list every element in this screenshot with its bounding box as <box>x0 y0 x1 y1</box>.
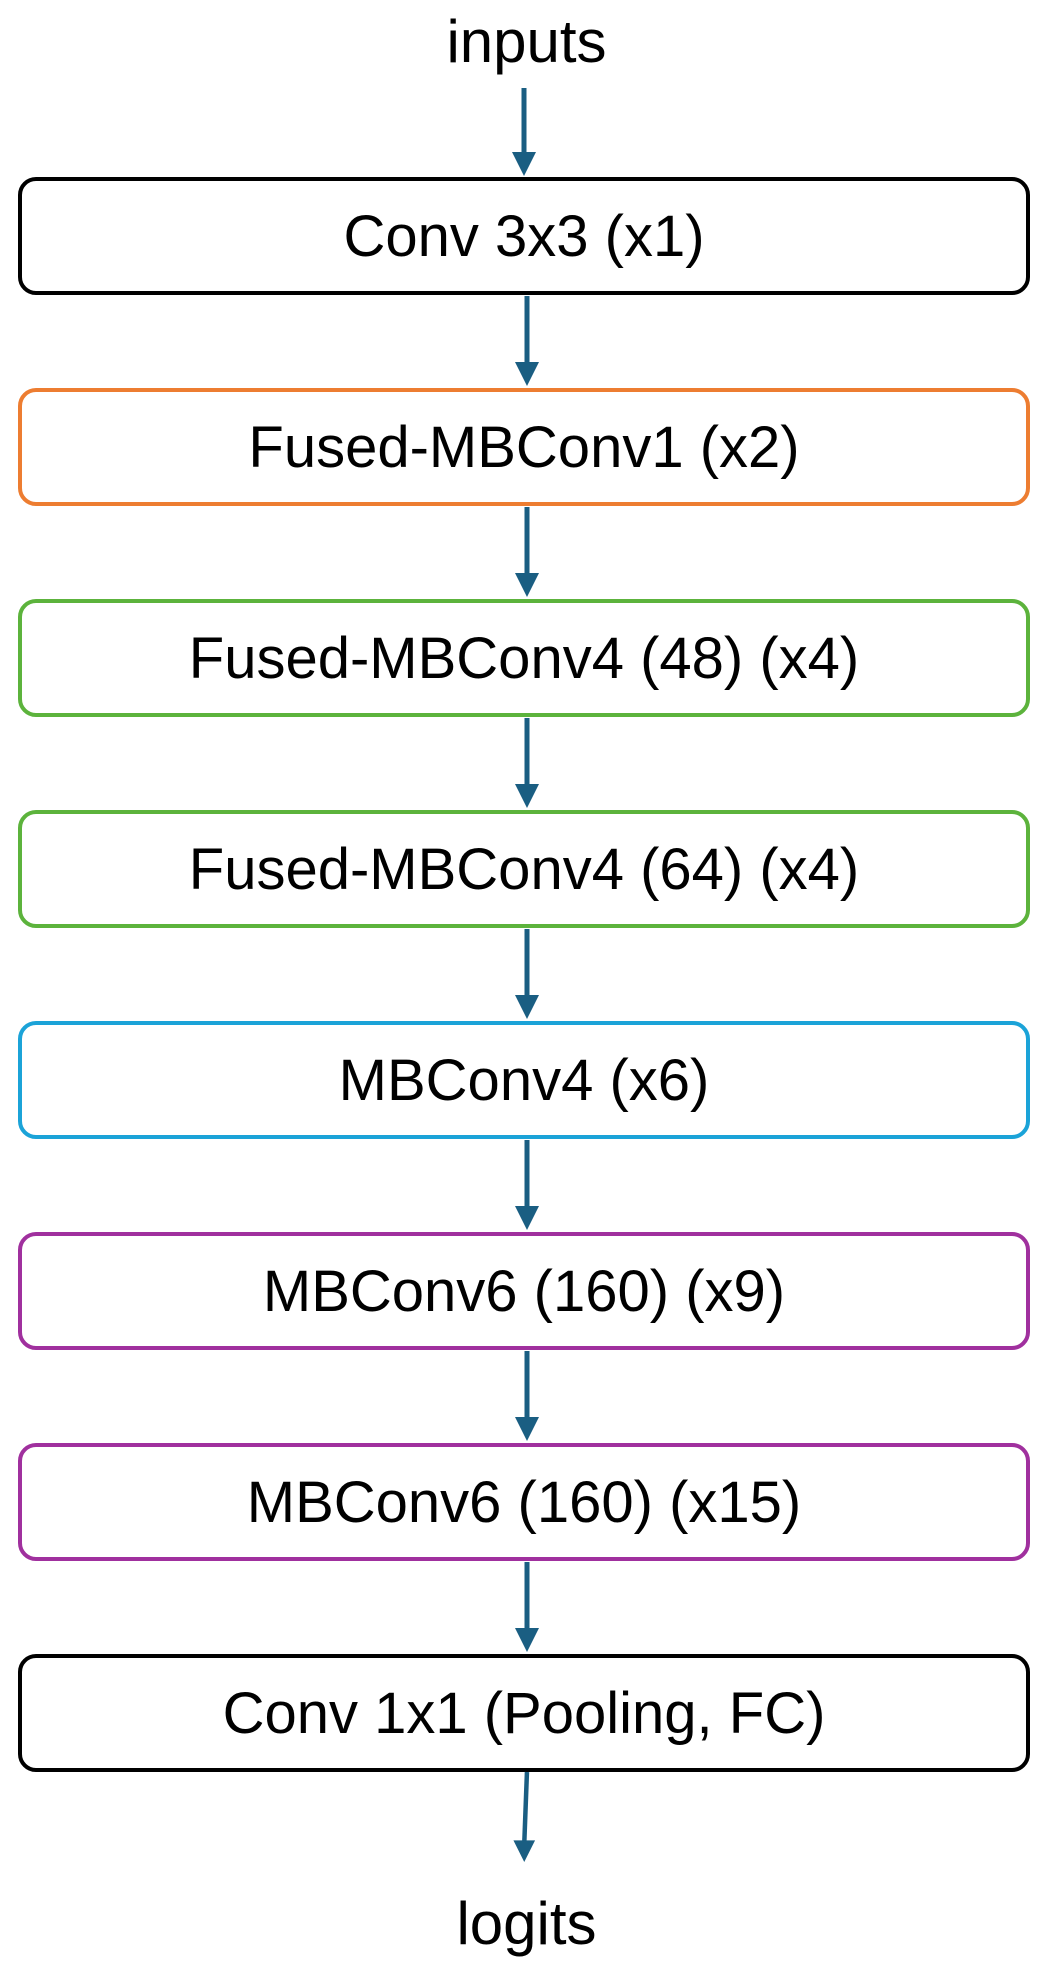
block-fused-mbconv1: Fused-MBConv1 (x2) <box>18 388 1030 506</box>
arrow-block3-to-block4 <box>515 718 539 808</box>
block-mbconv6-x15: MBConv6 (160) (x15) <box>18 1443 1030 1561</box>
block-mbconv4: MBConv4 (x6) <box>18 1021 1030 1139</box>
arrow-block6-to-block7 <box>515 1351 539 1441</box>
block-label: MBConv6 (160) (x15) <box>246 1469 802 1535</box>
arrow-input-to-block1 <box>512 88 536 176</box>
output-label: logits <box>456 1890 597 1957</box>
block-label: Fused-MBConv4 (48) (x4) <box>188 625 860 691</box>
block-mbconv6-x9: MBConv6 (160) (x9) <box>18 1232 1030 1350</box>
arrow-block5-to-block6 <box>515 1140 539 1230</box>
block-fused-mbconv4-48: Fused-MBConv4 (48) (x4) <box>18 599 1030 717</box>
input-label: inputs <box>446 8 607 75</box>
block-label: Conv 1x1 (Pooling, FC) <box>222 1680 826 1746</box>
block-conv1x1: Conv 1x1 (Pooling, FC) <box>18 1654 1030 1772</box>
block-label: Fused-MBConv1 (x2) <box>248 414 800 480</box>
block-fused-mbconv4-64: Fused-MBConv4 (64) (x4) <box>18 810 1030 928</box>
arrow-block4-to-block5 <box>515 929 539 1019</box>
arrow-block7-to-block8 <box>515 1562 539 1652</box>
block-label: Fused-MBConv4 (64) (x4) <box>188 836 860 902</box>
arrow-block1-to-block2 <box>515 296 539 386</box>
block-label: MBConv4 (x6) <box>338 1047 710 1113</box>
block-label: MBConv6 (160) (x9) <box>262 1258 786 1324</box>
arrow-block2-to-block3 <box>515 507 539 597</box>
arrow-block8-to-output <box>513 1771 536 1862</box>
block-label: Conv 3x3 (x1) <box>343 203 705 269</box>
block-conv3x3: Conv 3x3 (x1) <box>18 177 1030 295</box>
